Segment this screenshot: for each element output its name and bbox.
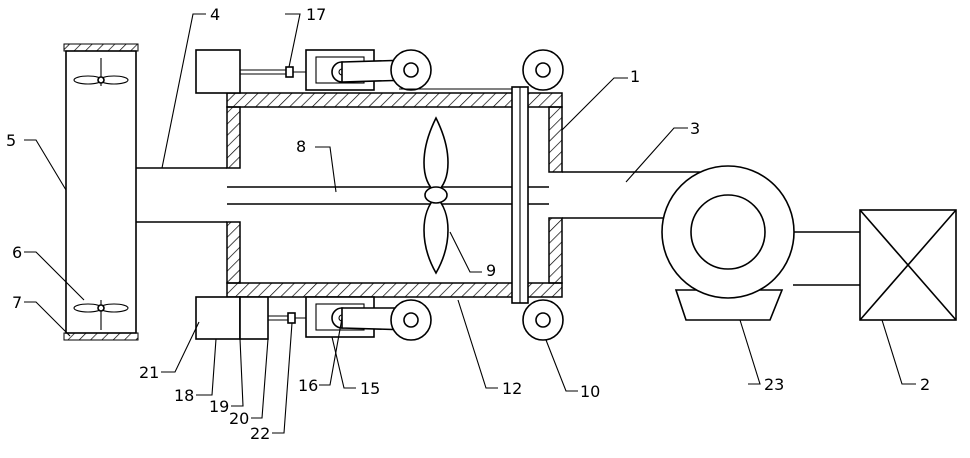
label-20: 20 [229, 409, 249, 428]
blower [662, 166, 860, 320]
label-19: 19 [209, 397, 229, 416]
label-8: 8 [296, 137, 306, 156]
label-10: 10 [580, 382, 600, 401]
label-6: 6 [12, 243, 22, 262]
label-1: 1 [630, 67, 640, 86]
label-17: 17 [306, 5, 326, 24]
motor-box [860, 210, 956, 320]
label-3: 3 [690, 119, 700, 138]
top-drive [196, 50, 563, 93]
impeller-blade [424, 118, 448, 273]
label-21: 21 [139, 363, 159, 382]
label-4: 4 [210, 5, 220, 24]
bottom-drive [196, 297, 563, 340]
label-9: 9 [486, 261, 496, 280]
connecting-duct [136, 168, 227, 222]
main-housing [227, 87, 562, 303]
label-15: 15 [360, 379, 380, 398]
label-7: 7 [12, 293, 22, 312]
label-22: 22 [250, 424, 270, 443]
label-16: 16 [298, 376, 318, 395]
label-2: 2 [920, 375, 930, 394]
left-panel [64, 44, 138, 340]
label-12: 12 [502, 379, 522, 398]
label-18: 18 [174, 386, 194, 405]
label-23: 23 [764, 375, 784, 394]
label-5: 5 [6, 131, 16, 150]
